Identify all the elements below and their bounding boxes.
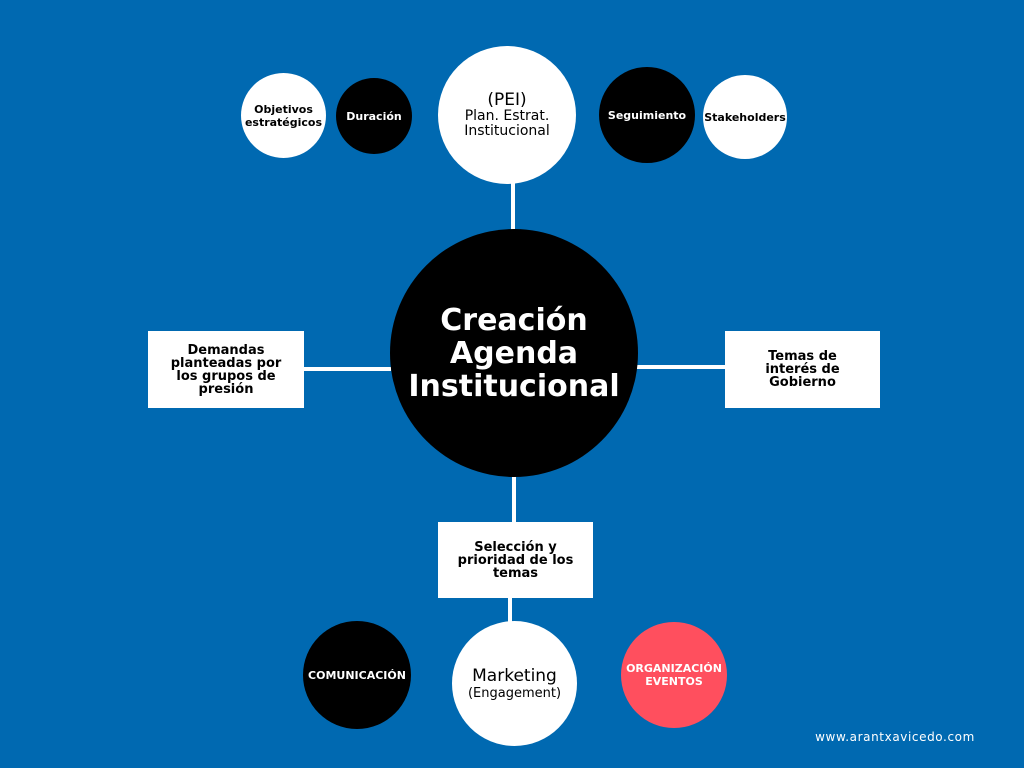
comunicacion-label: COMUNICACIÓN (308, 668, 406, 682)
stakeholders-label: Stakeholders (704, 110, 786, 124)
connector-top (511, 183, 515, 231)
stakeholders-node: Stakeholders (703, 75, 787, 159)
comunicacion-node: COMUNICACIÓN (303, 621, 411, 729)
connector-bottom (512, 476, 516, 524)
center-node: Creación Agenda Institucional (390, 229, 638, 477)
duracion-node: Duración (336, 78, 412, 154)
footer-url: www.arantxavicedo.com (815, 730, 975, 744)
marketing-subtitle: (Engagement) (467, 685, 562, 701)
objetivos-node: Objetivos estratégicos (241, 73, 326, 158)
pei-node: (PEI) Plan. Estrat. Institucional (438, 46, 576, 184)
seleccion-label: Selección y prioridad de los temas (457, 539, 574, 581)
connector-right (636, 365, 726, 369)
pei-title: (PEI) (487, 90, 527, 110)
seguimiento-label: Seguimiento (607, 108, 687, 122)
temas-box: Temas de interés de Gobierno (725, 331, 880, 408)
connector-bottom-lower (508, 596, 512, 622)
seleccion-box: Selección y prioridad de los temas (438, 522, 593, 598)
seguimiento-node: Seguimiento (599, 67, 695, 163)
demandas-box: Demandas planteadas por los grupos de pr… (148, 331, 304, 408)
organizacion-label: ORGANIZACIÓN EVENTOS (626, 662, 722, 688)
demandas-label: Demandas planteadas por los grupos de pr… (170, 342, 282, 397)
marketing-title: Marketing (472, 665, 557, 686)
center-node-label: Creación Agenda Institucional (408, 302, 620, 404)
duracion-label: Duración (346, 109, 402, 123)
connector-left (303, 367, 391, 371)
objetivos-label: Objetivos estratégicos (244, 102, 323, 129)
temas-label: Temas de interés de Gobierno (765, 349, 840, 390)
organizacion-node: ORGANIZACIÓN EVENTOS (621, 622, 727, 728)
pei-subtitle: Plan. Estrat. Institucional (464, 108, 550, 139)
marketing-node: Marketing (Engagement) (452, 621, 577, 746)
